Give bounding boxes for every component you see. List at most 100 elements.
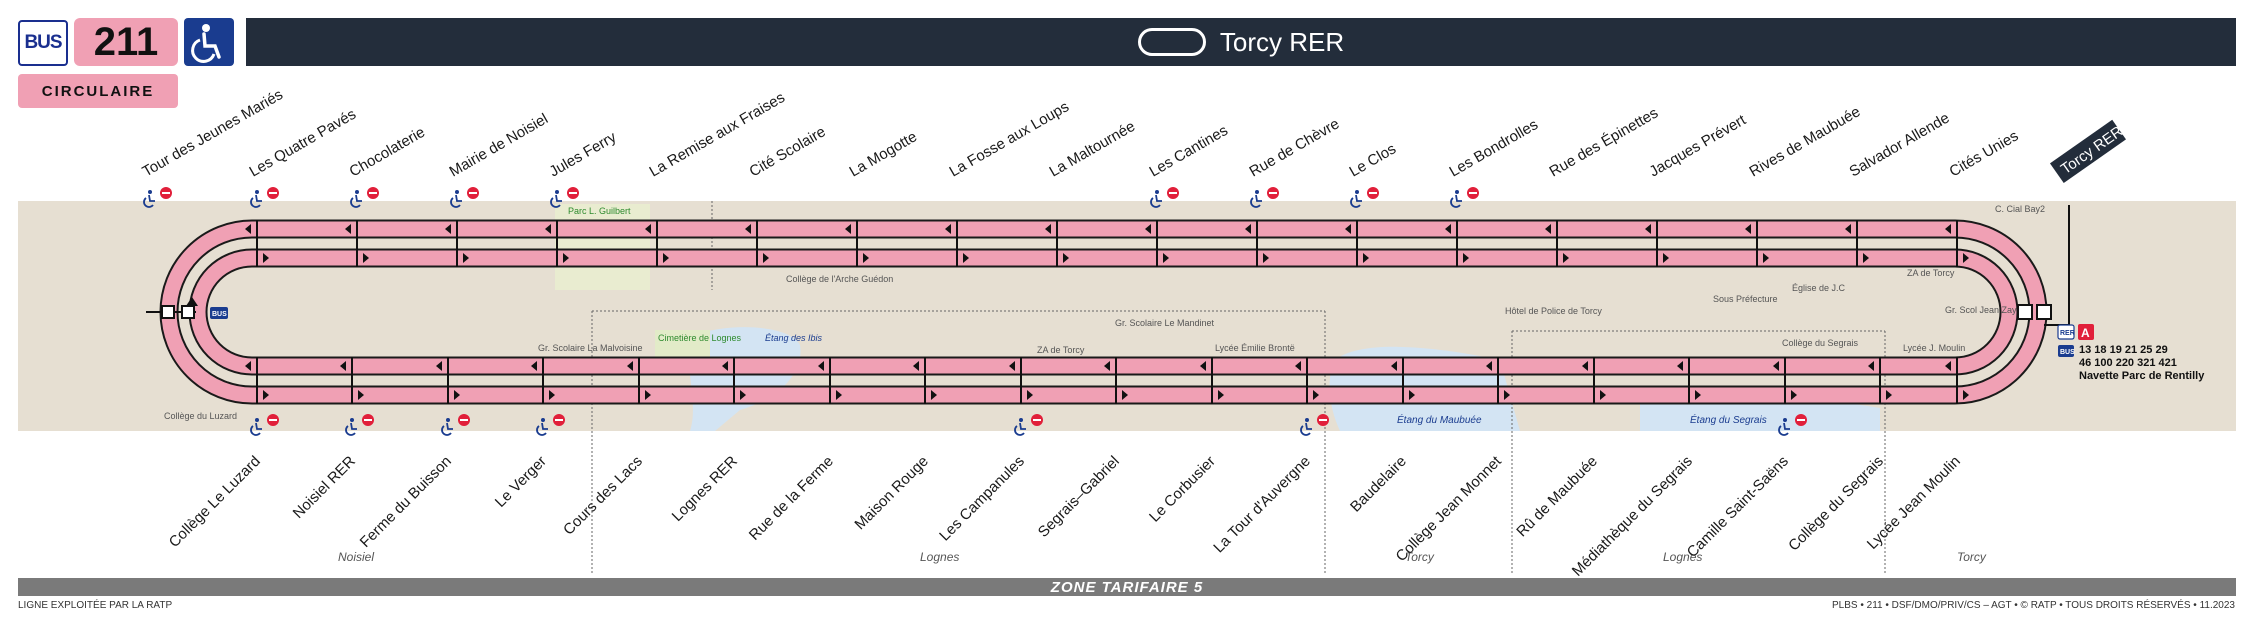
direction-arrow xyxy=(1245,224,1251,234)
stop-name: Lognes RER xyxy=(669,453,741,525)
stop-name: Cité Scolaire xyxy=(747,123,829,180)
stop-name: Rue de Chèvre xyxy=(1247,115,1343,180)
no-entry-icon xyxy=(1031,414,1043,426)
stop-name: Camille Saint-Saëns xyxy=(1684,453,1792,561)
landmark: ZA de Torcy xyxy=(1037,345,1085,355)
direction-arrow xyxy=(1845,224,1851,234)
wheelchair-icon xyxy=(450,190,462,208)
direction-arrow xyxy=(1104,361,1110,371)
direction-arrow xyxy=(740,390,746,400)
direction-arrow xyxy=(763,253,769,263)
landmark: Étang des Ibis xyxy=(765,333,823,343)
direction-arrow xyxy=(1200,361,1206,371)
no-entry-icon xyxy=(362,414,374,426)
direction-arrow xyxy=(1409,390,1415,400)
landmark: C. Cial Bay2 xyxy=(1995,204,2045,214)
svg-text:RER: RER xyxy=(2060,330,2075,337)
no-entry-icon xyxy=(160,187,172,199)
direction-arrow xyxy=(1045,224,1051,234)
landmark: Gr. Scol Jean Zay xyxy=(1945,305,2017,315)
wheelchair-icon xyxy=(250,418,262,436)
svg-text:A: A xyxy=(2081,326,2090,340)
stop-name: Chocolaterie xyxy=(347,124,428,181)
destination-banner: Torcy RER xyxy=(246,18,2236,66)
direction-arrow xyxy=(463,253,469,263)
direction-arrow xyxy=(345,224,351,234)
direction-arrow xyxy=(1563,253,1569,263)
stop-name: Rue de la Ferme xyxy=(746,453,837,544)
direction-arrow xyxy=(1868,361,1874,371)
commune-label: Torcy xyxy=(1957,550,1987,564)
bottom-stop-markers xyxy=(245,357,1969,404)
fare-zone-bar: ZONE TARIFAIRE 5 xyxy=(18,578,2236,596)
no-entry-icon xyxy=(1167,187,1179,199)
direction-arrow xyxy=(1663,253,1669,263)
cemetery-area xyxy=(655,330,710,360)
direction-arrow xyxy=(1263,253,1269,263)
direction-arrow xyxy=(863,253,869,263)
direction-arrow xyxy=(1445,224,1451,234)
stop-name: Le Clos xyxy=(1347,140,1400,180)
direction-arrow xyxy=(263,390,269,400)
wheelchair-icon xyxy=(1300,418,1312,436)
wheelchair-icon xyxy=(550,190,562,208)
stop-name: Segrais–Gabriel xyxy=(1035,453,1123,541)
top-stop-icons xyxy=(143,187,1479,208)
direction-arrow xyxy=(1600,390,1606,400)
stop-name: Collège Le Luzard xyxy=(166,453,264,551)
park-guilbert-area xyxy=(555,204,650,290)
direction-arrow xyxy=(645,390,651,400)
stop-name: Cours des Lacs xyxy=(560,453,646,539)
direction-arrow xyxy=(531,361,537,371)
stop-name: Les Bondrolles xyxy=(1447,116,1541,180)
stop-name: Rue des Épinettes xyxy=(1547,104,1662,180)
direction-arrow xyxy=(818,361,824,371)
svg-text:BUS: BUS xyxy=(2060,349,2075,356)
terminus-label-box: Torcy RER xyxy=(2049,119,2126,184)
direction-arrow xyxy=(1295,361,1301,371)
stop-name: Les Quatre Pavés xyxy=(247,106,359,181)
no-entry-icon xyxy=(1795,414,1807,426)
svg-text:BUS: BUS xyxy=(212,311,227,318)
direction-arrow xyxy=(931,390,937,400)
landmark: Collège du Luzard xyxy=(164,411,237,421)
operator-note: LIGNE EXPLOITÉE PAR LA RATP xyxy=(18,600,173,611)
wheelchair-icon xyxy=(1450,190,1462,208)
wheelchair-icon xyxy=(1150,190,1162,208)
direction-arrow xyxy=(363,253,369,263)
terminus-connections-1: 13 18 19 21 25 29 xyxy=(2079,344,2168,356)
wheelchair-icon xyxy=(536,418,548,436)
wheelchair-icon xyxy=(184,18,234,66)
direction-arrow xyxy=(454,390,460,400)
direction-arrow xyxy=(1745,224,1751,234)
bus-mode-badge: BUS xyxy=(18,20,68,66)
direction-arrow xyxy=(1963,390,1969,400)
direction-arrow xyxy=(845,224,851,234)
no-entry-icon xyxy=(1367,187,1379,199)
direction-arrow xyxy=(1027,390,1033,400)
direction-arrow xyxy=(1545,224,1551,234)
stop-name: Les Campanules xyxy=(936,453,1028,545)
stop-name: Cités Unies xyxy=(1947,127,2022,180)
stop-name: Baudelaire xyxy=(1347,453,1410,516)
direction-arrow xyxy=(1313,390,1319,400)
stop-name: La Maltournée xyxy=(1047,118,1139,181)
direction-arrow xyxy=(1463,253,1469,263)
direction-arrow xyxy=(1163,253,1169,263)
no-entry-icon xyxy=(567,187,579,199)
direction-arrow xyxy=(1945,224,1951,234)
direction-arrow xyxy=(913,361,919,371)
no-entry-icon xyxy=(458,414,470,426)
direction-arrow xyxy=(545,224,551,234)
stop-name: La Tour d'Auvergne xyxy=(1210,453,1313,556)
copyright-note: PLBS • 211 • DSF/DMO/PRIV/CS – AGT • © R… xyxy=(1832,600,2235,611)
left-connection-marker: BUS xyxy=(146,297,228,319)
direction-arrow xyxy=(1218,390,1224,400)
stop-name: Collège Jean Monnet xyxy=(1393,452,1506,565)
terminus-connections-2: 46 100 220 321 421 xyxy=(2079,357,2177,369)
no-entry-icon xyxy=(267,187,279,199)
direction-arrow xyxy=(645,224,651,234)
landmark: Église de J.C xyxy=(1792,283,1846,293)
